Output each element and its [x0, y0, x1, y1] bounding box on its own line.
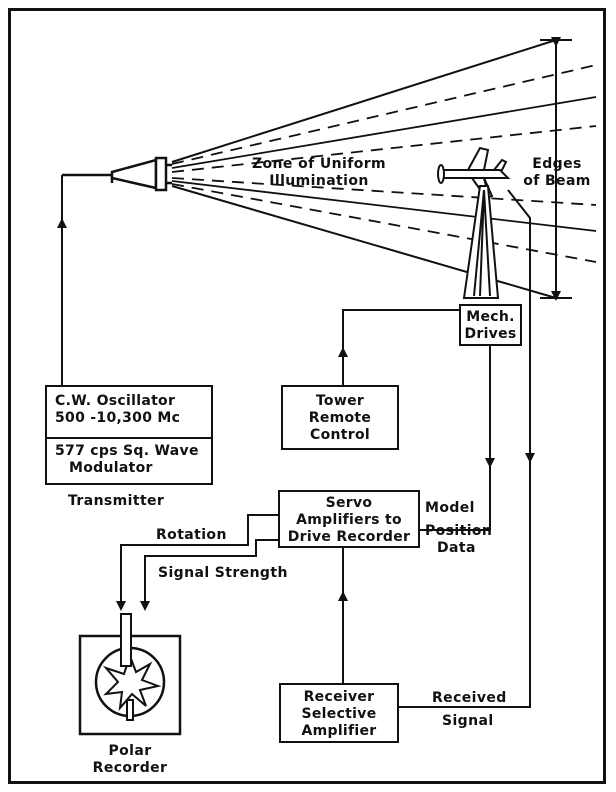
zone-label-line-2: Illumination: [269, 173, 369, 189]
beam-edge-dimension: [540, 37, 572, 301]
model-position-line-2: Position: [425, 523, 493, 539]
zone-of-uniform-illumination-label: Zone of Uniform Illumination: [244, 156, 394, 190]
tower-control-line-1: Tower: [315, 393, 365, 409]
airplane-model-icon: [437, 146, 511, 200]
polar-recorder-icon: [78, 613, 182, 736]
servo-amplifiers-box: Servo Amplifiers to Drive Recorder: [278, 490, 420, 548]
beam-dashed-lines: [171, 64, 597, 263]
model-position-line-1: Model: [425, 500, 475, 516]
servo-line-1: Servo: [325, 495, 373, 511]
received-signal-line-2: Signal: [442, 713, 494, 729]
oscillator-section: C.W. Oscillator 500 -10,300 Mc: [55, 393, 180, 427]
model-position-line-3: Data: [437, 540, 476, 556]
receiver-line-2: Selective: [301, 706, 377, 722]
oscillator-line-1: C.W. Oscillator: [55, 393, 176, 409]
oscillator-line-2: 500 -10,300 Mc: [55, 410, 181, 426]
signal-strength-label: Signal Strength: [158, 565, 288, 581]
mech-drives-line-2: Drives: [464, 326, 517, 342]
tower-control-line-3: Control: [310, 427, 370, 443]
modulator-line-2: Modulator: [69, 460, 153, 476]
connection-wires: [57, 175, 535, 708]
modulator-section: 577 cps Sq. Wave Modulator: [55, 443, 199, 477]
tower-control-line-2: Remote: [308, 410, 372, 426]
edges-label-line-1: Edges: [532, 156, 582, 172]
model-position-data-label: Model Position Data: [425, 500, 492, 557]
horn-antenna-icon: [62, 156, 172, 192]
transmitter-divider: [47, 437, 211, 439]
rotation-label: Rotation: [156, 527, 227, 543]
polar-recorder-label: Polar Recorder: [80, 743, 180, 777]
tower-remote-control-box: Tower Remote Control: [281, 385, 399, 450]
diagram-frame: [8, 8, 606, 784]
servo-line-3: Drive Recorder: [287, 529, 411, 545]
modulator-line-1: 577 cps Sq. Wave: [55, 443, 199, 459]
received-signal-label: Received Signal: [432, 690, 507, 730]
transmitter-label: Transmitter: [68, 493, 165, 509]
transmitter-box: C.W. Oscillator 500 -10,300 Mc 577 cps S…: [45, 385, 213, 485]
edges-of-beam-label: Edges of Beam: [522, 156, 592, 190]
mech-drives-line-1: Mech.: [466, 309, 515, 325]
edges-label-line-2: of Beam: [523, 173, 591, 189]
servo-line-2: Amplifiers to: [296, 512, 402, 528]
recorder-label-line-2: Recorder: [92, 760, 168, 776]
zone-label-line-1: Zone of Uniform: [251, 156, 387, 172]
beam-inner-solid-lines: [171, 96, 597, 232]
model-mount-pylon: [462, 185, 500, 299]
recorder-label-line-1: Polar: [108, 743, 152, 759]
receiver-line-1: Receiver: [303, 689, 375, 705]
receiver-amplifier-box: Receiver Selective Amplifier: [279, 683, 399, 743]
mech-drives-box: Mech. Drives: [459, 304, 522, 346]
receiver-line-3: Amplifier: [301, 723, 377, 739]
received-signal-line-1: Received: [432, 690, 507, 706]
